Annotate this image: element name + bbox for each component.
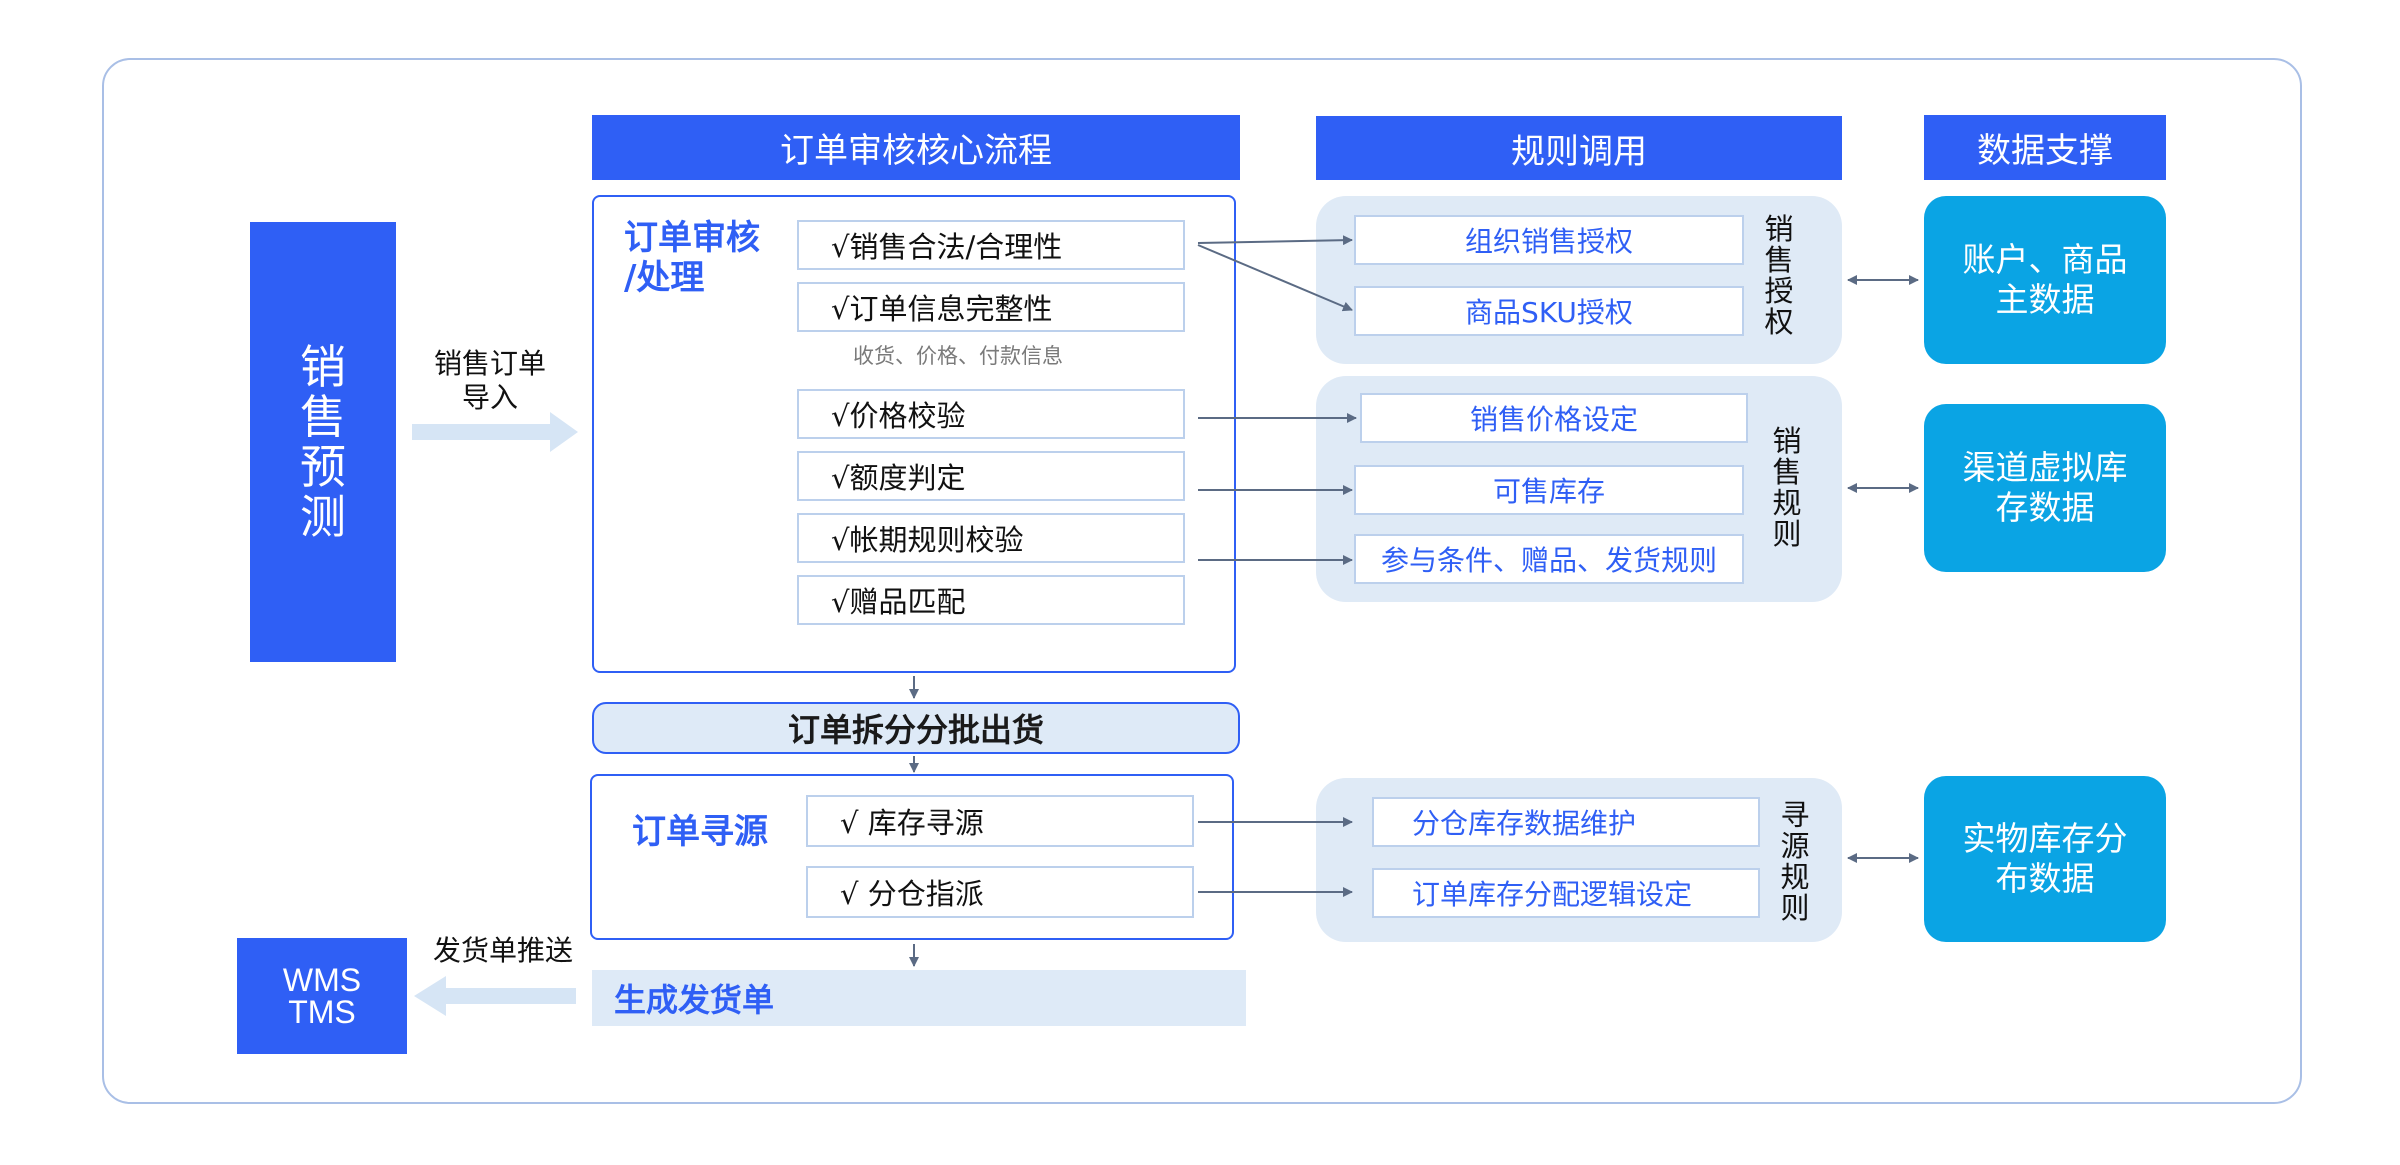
sourcing-rules-char-2: 源	[1780, 829, 1810, 863]
completeness-note: 收货、价格、付款信息	[853, 344, 1063, 368]
sales-auth-label: 销 售 授 权	[1762, 214, 1796, 338]
sourcing-rules-char-3: 规	[1780, 860, 1810, 894]
rule-org-sales-auth: 组织销售授权	[1354, 215, 1744, 265]
import-label-line-1: 销售订单	[433, 347, 546, 380]
wms-tms-box: WMS TMS	[237, 938, 407, 1054]
review-item-payment-term: √帐期规则校验	[797, 513, 1185, 563]
data-physical-stock: 实物库存分布数据	[1924, 776, 2166, 942]
sourcing-rules-char-1: 寻	[1780, 798, 1810, 832]
header-rule-invocation: 规则调用	[1316, 116, 1842, 180]
sales-rules-label: 销 售 规 则	[1770, 426, 1804, 550]
generate-delivery-step: 生成发货单	[592, 970, 1246, 1026]
sales-forecast-box: 销售预测	[250, 222, 396, 662]
import-label-line-2: 导入	[461, 381, 518, 414]
review-item-price-check: √价格校验	[797, 389, 1185, 439]
data-virtual-line-2: 存数据	[1995, 488, 2095, 527]
sourcing-item-warehouse-assign: √ 分仓指派	[806, 866, 1194, 918]
review-item-gift-match: √赠品匹配	[797, 575, 1185, 625]
tms-label: TMS	[288, 994, 356, 1030]
import-arrow	[412, 412, 578, 452]
review-item-credit-limit: √额度判定	[797, 451, 1185, 501]
data-physical-line-2: 布数据	[1995, 859, 2095, 898]
rule-warehouse-stock-maintain: 分仓库存数据维护	[1372, 797, 1760, 847]
push-label: 发货单推送	[432, 934, 573, 967]
push-arrow	[414, 976, 576, 1016]
sourcing-item-inventory: √ 库存寻源	[806, 795, 1194, 847]
sourcing-rules-char-4: 则	[1780, 891, 1810, 925]
sales-rules-char-3: 规	[1772, 486, 1802, 520]
import-label: 销售订单 导入	[420, 347, 560, 415]
rule-sku-auth: 商品SKU授权	[1354, 286, 1744, 336]
order-sourcing-title: 订单寻源	[632, 812, 768, 852]
order-review-title-line-1: 订单审核	[624, 218, 760, 258]
sales-auth-char-4: 权	[1764, 305, 1794, 339]
sales-rules-char-2: 售	[1772, 455, 1802, 489]
rule-stock-allocation-logic: 订单库存分配逻辑设定	[1372, 868, 1760, 918]
sales-auth-char-1: 销	[1764, 212, 1794, 246]
rule-conditions-gifts-shipping: 参与条件、赠品、发货规则	[1354, 534, 1744, 584]
data-physical-line-1: 实物库存分	[1962, 819, 2128, 858]
sales-auth-char-3: 授	[1764, 274, 1794, 308]
sourcing-rules-label: 寻 源 规 则	[1778, 800, 1812, 924]
header-core-process: 订单审核核心流程	[592, 115, 1240, 180]
data-virtual-stock: 渠道虚拟库存数据	[1924, 404, 2166, 572]
sales-rules-char-4: 则	[1772, 517, 1802, 551]
header-data-support: 数据支撑	[1924, 115, 2166, 180]
arrow-legality-to-org-auth	[1197, 235, 1353, 246]
wms-label: WMS	[282, 962, 362, 998]
data-master-line-1: 账户、商品	[1962, 240, 2128, 279]
data-master-line-2: 主数据	[1995, 280, 2095, 319]
data-master-data: 账户、商品主数据	[1924, 196, 2166, 364]
data-virtual-line-1: 渠道虚拟库	[1962, 448, 2128, 487]
order-review-title: 订单审核 /处理	[624, 218, 784, 298]
order-review-title-line-2: /处理	[624, 258, 705, 298]
review-item-completeness: √订单信息完整性	[797, 282, 1185, 332]
rule-sellable-stock: 可售库存	[1354, 465, 1744, 515]
rule-sales-price: 销售价格设定	[1360, 393, 1748, 443]
split-shipment-step: 订单拆分分批出货	[592, 702, 1240, 754]
review-item-legality: √销售合法/合理性	[797, 220, 1185, 270]
diagram-frame	[102, 58, 2302, 1104]
sales-auth-char-2: 售	[1764, 243, 1794, 277]
arrow-legality-to-sku-auth	[1197, 244, 1353, 312]
sales-rules-char-1: 销	[1772, 424, 1802, 458]
